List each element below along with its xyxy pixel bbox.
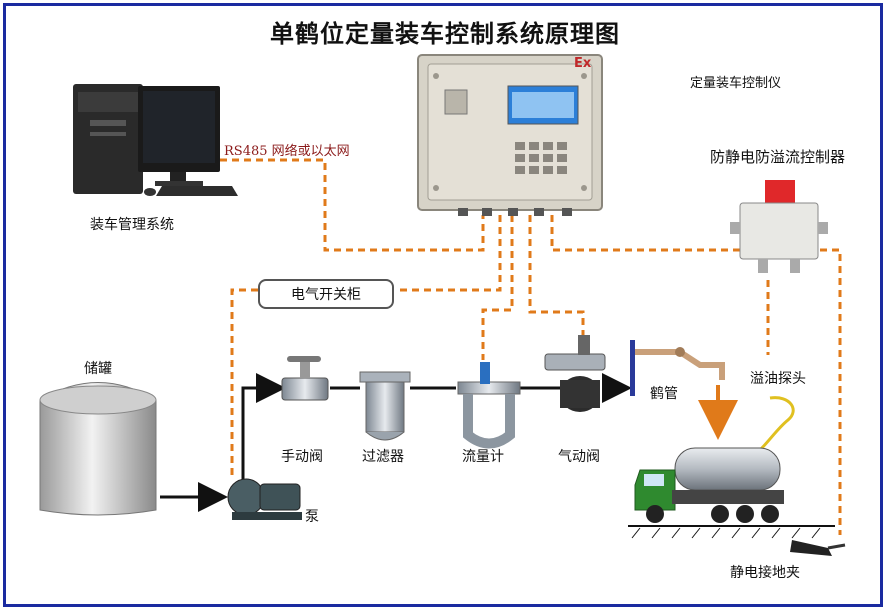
- label-flowmeter: 流量计: [462, 446, 504, 466]
- ex-mark: Ex: [574, 56, 591, 71]
- flowmeter-wire: [483, 215, 512, 360]
- pneumatic-valve-icon: [545, 335, 605, 412]
- filter-icon: [360, 372, 410, 440]
- label-network: RS485 网络或以太网: [224, 140, 350, 159]
- label-mgmt-system: 装车管理系统: [90, 214, 174, 234]
- label-tank: 储罐: [84, 358, 112, 378]
- storage-tank-icon: [40, 383, 156, 516]
- label-overflow-probe: 溢油探头: [750, 368, 806, 388]
- cabinet-wire-2: [232, 290, 258, 475]
- antistatic-controller-icon: [730, 180, 828, 273]
- ground-wire: [820, 250, 840, 535]
- label-cabinet: 电气开关柜: [258, 279, 394, 309]
- label-filter: 过滤器: [362, 446, 404, 466]
- controller-panel: [418, 55, 602, 216]
- label-ground-clamp: 静电接地夹: [730, 562, 800, 582]
- flowmeter-icon: [458, 362, 520, 444]
- manual-valve-icon: [282, 356, 328, 400]
- pump-icon: [228, 479, 302, 520]
- label-pneumatic-valve: 气动阀: [558, 446, 600, 466]
- label-controller: 定量装车控制仪: [690, 72, 781, 91]
- label-manual-valve: 手动阀: [281, 446, 323, 466]
- diagram-title: 单鹤位定量装车控制系统原理图: [0, 14, 890, 49]
- computer-icon: [73, 84, 238, 196]
- antistatic-wire: [552, 215, 740, 250]
- label-pump: 泵: [305, 506, 319, 526]
- valve-wire: [530, 215, 583, 340]
- label-crane-pipe: 鹤管: [650, 383, 678, 403]
- ground-clamp-icon: [790, 540, 845, 556]
- label-antistatic: 防静电防溢流控制器: [710, 146, 845, 167]
- tanker-truck-icon: [628, 448, 835, 538]
